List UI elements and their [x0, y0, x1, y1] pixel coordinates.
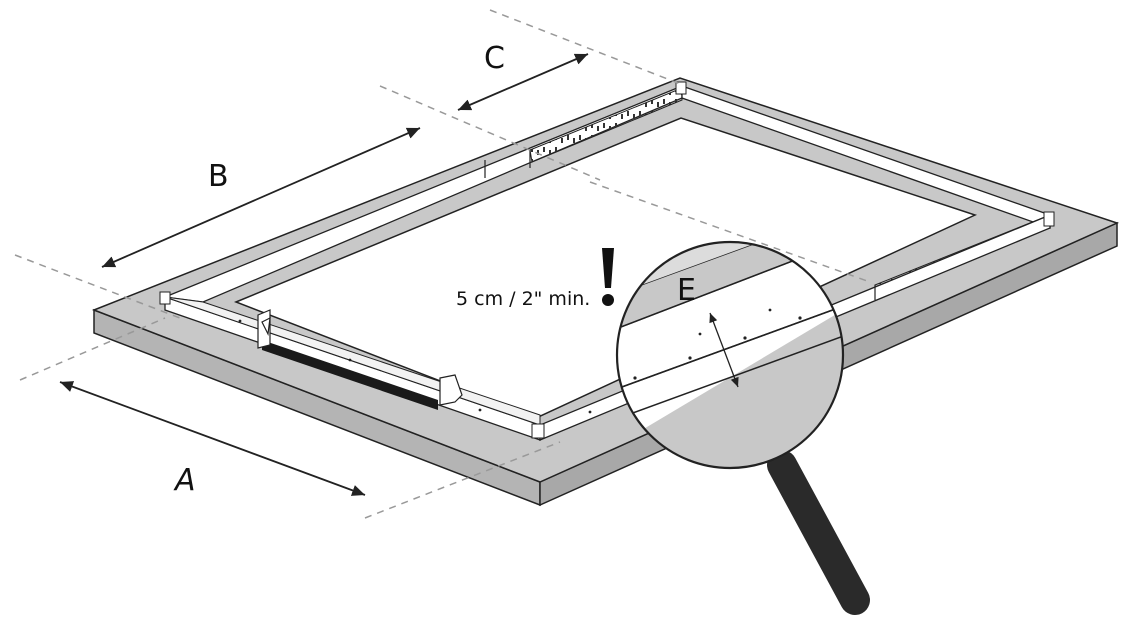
dimension-b-arrow: [101, 127, 421, 268]
countertop-top-surface: [91, 77, 1120, 483]
frame-back-rail-slots: [529, 87, 683, 163]
mounting-frame: [159, 81, 1055, 441]
min-distance-label: 5 cm / 2" min.: [456, 288, 590, 310]
dimension-a-label: A: [173, 463, 196, 498]
magnifying-glass-icon: E: [615, 240, 870, 615]
frame-right-rail: [681, 85, 1051, 229]
countertop: [91, 77, 1120, 507]
magnifier-lens: [615, 240, 845, 470]
dimension-e-label: E: [677, 273, 696, 308]
bracket-left: [257, 309, 271, 349]
magnifier-handle: [767, 450, 870, 615]
dimension-b-label: B: [208, 159, 229, 194]
dimension-b: B: [101, 127, 421, 268]
dimension-c: C: [457, 41, 589, 111]
dimension-e-arrow: [709, 312, 739, 388]
dimension-c-arrow: [457, 53, 589, 111]
exclamation-mark-icon: [602, 248, 614, 306]
dimension-a: A: [59, 381, 366, 498]
dimension-a-arrow: [59, 381, 366, 496]
dimension-c-label: C: [484, 41, 505, 76]
guide-lines: [14, 9, 871, 519]
bracket-right: [439, 374, 463, 406]
min-distance-warning: 5 cm / 2" min.: [456, 248, 614, 310]
black-bar: [262, 340, 438, 410]
